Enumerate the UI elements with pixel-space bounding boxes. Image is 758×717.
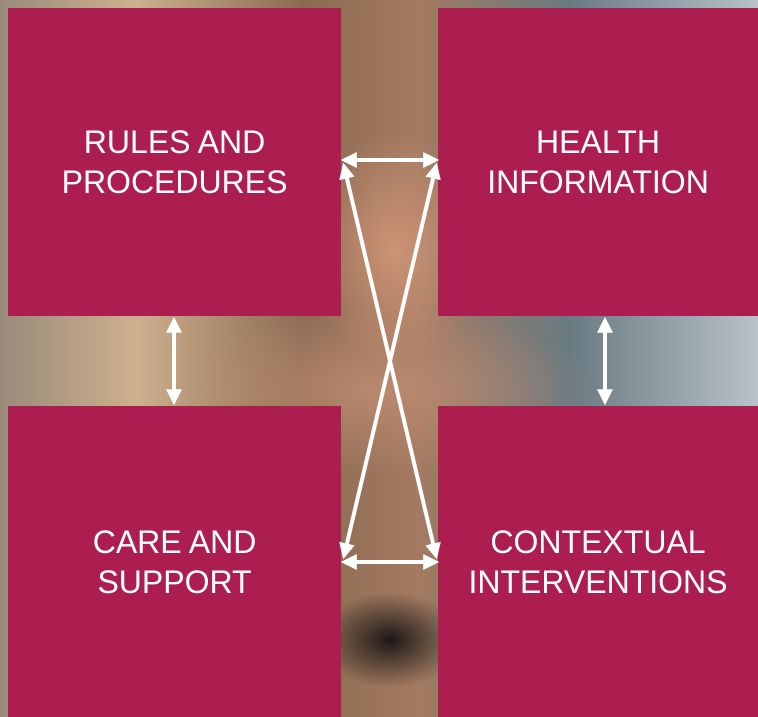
- box-label-line1: RULES AND: [83, 124, 266, 160]
- box-label-line2: INFORMATION: [487, 164, 709, 200]
- box-label-line1: CONTEXTUAL: [490, 523, 706, 560]
- box-label-line1: CARE AND: [92, 523, 257, 560]
- box-care-and-support: CARE AND SUPPORT: [8, 406, 341, 717]
- box-health-information: HEALTH INFORMATION: [438, 8, 758, 316]
- box-rules-and-procedures: RULES AND PROCEDURES: [8, 8, 341, 316]
- box-label-line2: SUPPORT: [97, 563, 252, 600]
- box-contextual-interventions: CONTEXTUAL INTERVENTIONS: [438, 406, 758, 717]
- box-label-line2: PROCEDURES: [61, 164, 288, 200]
- box-label-line2: INTERVENTIONS: [468, 563, 728, 600]
- box-label-line1: HEALTH: [536, 124, 660, 160]
